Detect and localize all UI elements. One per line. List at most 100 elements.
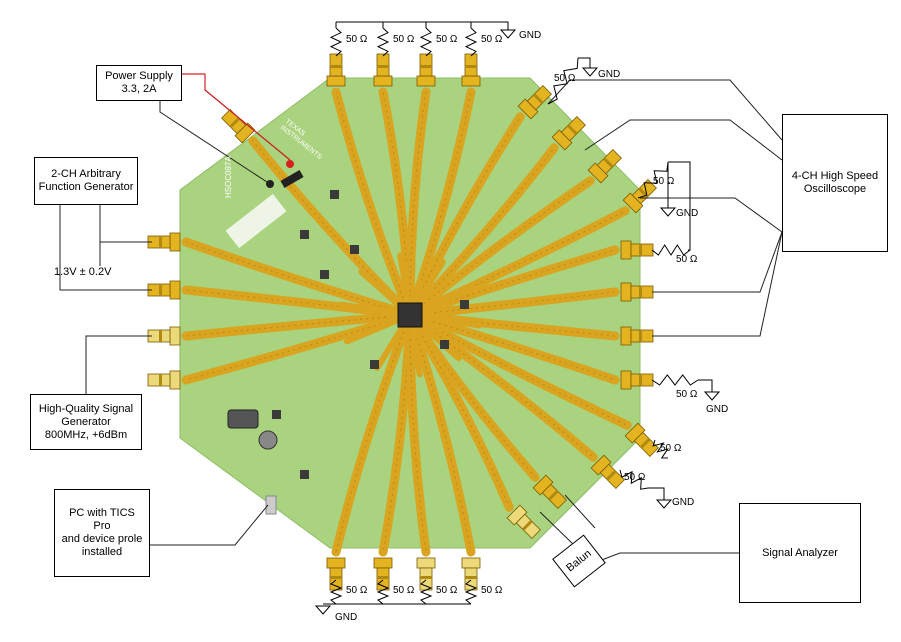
ground-label: GND <box>672 497 695 508</box>
ground-label: GND <box>519 30 542 41</box>
ground-icon <box>499 29 517 39</box>
sma-ring <box>465 65 477 68</box>
resistor-label: 50 Ω <box>481 34 503 45</box>
sma-ring <box>639 286 642 298</box>
top-ground-bus <box>336 21 509 30</box>
sma-flange <box>169 370 181 390</box>
silkscreen-label-area <box>225 193 287 249</box>
sma-ring <box>159 284 162 296</box>
sma-ring <box>330 576 342 579</box>
ground-triangle <box>581 67 599 77</box>
resistor-label: 50 Ω <box>660 443 682 454</box>
resistor-label: 50 Ω <box>624 472 646 483</box>
sma-ring <box>567 124 578 135</box>
sma-ring <box>522 520 533 531</box>
wire <box>652 231 783 337</box>
wire <box>150 504 269 546</box>
resistor-label: 50 Ω <box>653 176 675 187</box>
wire <box>652 231 783 293</box>
resistor-icon <box>464 579 478 605</box>
component <box>330 190 339 199</box>
sma-flange <box>169 280 181 300</box>
sma-ring <box>159 374 162 386</box>
resistor-label: 50 Ω <box>481 585 503 596</box>
resistor-label: 50 Ω <box>436 585 458 596</box>
component <box>440 340 449 349</box>
ground-icon <box>659 207 677 217</box>
signal-trace <box>405 87 431 320</box>
resistor-label: 50 Ω <box>393 585 415 596</box>
sma-flange <box>620 240 632 260</box>
board-components <box>227 160 469 515</box>
resistor-icon <box>419 579 433 605</box>
resistor-icon <box>329 27 343 57</box>
sma-connector-icon <box>532 474 567 509</box>
sma-connector-icon <box>147 232 181 252</box>
sma-connector-icon <box>587 149 622 184</box>
sma-connector-icon <box>416 53 436 87</box>
via-row <box>335 314 411 553</box>
resistor-label: 50 Ω <box>393 34 415 45</box>
wire <box>584 119 783 161</box>
sma-connector-icon <box>147 326 181 346</box>
sma-ring <box>639 244 642 256</box>
sma-ring <box>420 65 432 68</box>
ground-icon <box>314 605 332 615</box>
external-wiring <box>59 73 783 562</box>
sma-connector-icon <box>147 370 181 390</box>
ground-symbols <box>314 29 721 615</box>
wire <box>539 511 576 547</box>
wire <box>99 205 152 243</box>
crystal-component <box>227 409 259 429</box>
signal-trace <box>405 287 620 320</box>
oscilloscope-block: 4-CH High Speed Oscilloscope <box>782 114 888 252</box>
sma-connector-icon <box>517 85 552 120</box>
sma-ring <box>639 374 642 386</box>
board-traces <box>181 87 632 557</box>
usb-connector <box>265 495 277 515</box>
via-row <box>185 241 411 316</box>
sma-ring <box>377 65 389 68</box>
sma-flange <box>169 326 181 346</box>
sma-flange <box>620 370 632 390</box>
board-model: HSOC097A <box>224 156 233 198</box>
ground-label: GND <box>335 612 358 623</box>
wire <box>598 552 739 562</box>
voltage-note: 1.3V ± 0.2V <box>54 266 112 278</box>
ic-chip-icon <box>397 302 423 328</box>
sma-ring <box>639 330 642 342</box>
resistor-label: 50 Ω <box>346 34 368 45</box>
resistor-icon <box>329 579 343 605</box>
sma-flange <box>373 557 393 569</box>
lead <box>578 57 591 68</box>
power-wire-positive <box>182 73 291 161</box>
signal-trace <box>331 87 415 320</box>
sma-connector-icon <box>620 282 654 302</box>
sma-connector-icon <box>551 116 586 151</box>
resistor-label: 50 Ω <box>676 254 698 265</box>
component <box>370 360 379 369</box>
sma-flange <box>169 232 181 252</box>
sma-connector-icon <box>416 557 436 591</box>
sma-ring <box>159 236 162 248</box>
trim-component <box>258 430 278 450</box>
component <box>460 300 469 309</box>
sma-connector-icon <box>326 53 346 87</box>
sma-ring <box>377 576 389 579</box>
wire <box>547 79 783 141</box>
resistor-icon <box>651 374 699 386</box>
sma-flange <box>326 75 346 87</box>
sma-flange <box>620 326 632 346</box>
pc-block: PC with TICS Pro and device prole instal… <box>54 489 150 577</box>
sma-ring <box>229 117 240 128</box>
lead <box>668 161 691 251</box>
sma-connector-icon <box>373 53 393 87</box>
sma-connector-icon <box>461 53 481 87</box>
resistor-icon <box>547 57 579 105</box>
ground-triangle <box>499 29 517 39</box>
sma-flange <box>461 75 481 87</box>
ground-triangle <box>314 605 332 615</box>
ground-icon <box>703 391 721 401</box>
resistor-icon <box>376 579 390 605</box>
